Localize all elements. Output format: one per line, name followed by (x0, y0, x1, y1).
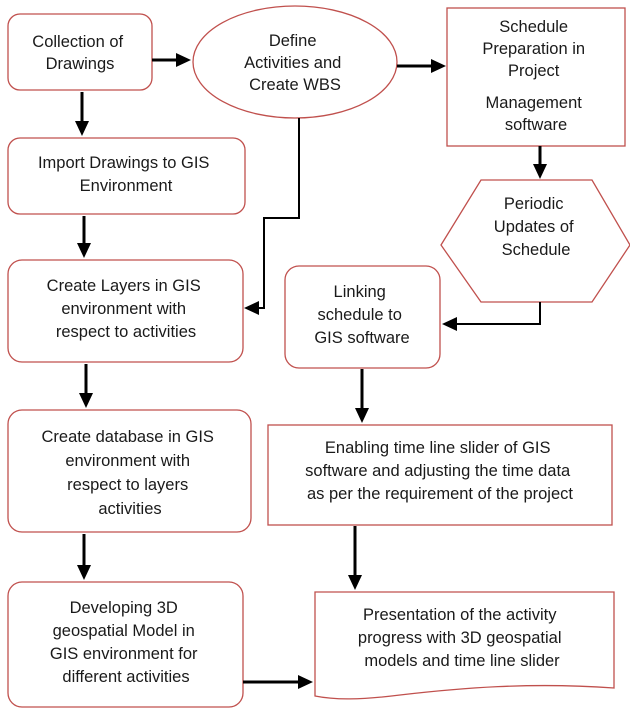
import-line: Environment (80, 177, 173, 195)
presentation-line: progress with 3D geospatial (358, 629, 562, 647)
periodic-line: Periodic (504, 195, 564, 213)
define-label: Define Activities and Create WBS (244, 32, 346, 94)
layers-line: Create Layers in GIS (47, 277, 201, 295)
slider-line: Enabling time line slider of GIS (325, 439, 551, 457)
slider-label: Enabling time line slider of GIS softwar… (305, 439, 575, 503)
linking-line: schedule to (318, 306, 402, 324)
developing-line: Developing 3D (70, 599, 178, 617)
linking-line: Linking (334, 283, 386, 301)
linking-box (284, 265, 441, 369)
presentation-line: models and time line slider (364, 652, 560, 670)
periodic-label: Periodic Updates of Schedule (494, 195, 578, 259)
database-line: Create database in GIS (41, 428, 213, 446)
collection-label: Collection of Drawings (32, 33, 127, 73)
schedule-prep-line: Project (508, 62, 560, 80)
layers-line: environment with (61, 300, 186, 318)
linking-label: Linking schedule to GIS software (314, 283, 409, 347)
presentation-line: Presentation of the activity (363, 606, 557, 624)
schedule-prep-line: software (505, 116, 567, 134)
database-box (7, 409, 252, 533)
developing-line: different activities (62, 668, 189, 686)
collection-box (7, 13, 153, 91)
define-line: Create WBS (249, 76, 341, 94)
import-line: Import Drawings to GIS (38, 154, 209, 172)
define-line: Activities and (244, 54, 341, 72)
layers-label: Create Layers in GIS environment with re… (47, 277, 206, 341)
periodic-hexagon (440, 179, 630, 303)
connectors (75, 53, 547, 689)
periodic-line: Updates of (494, 218, 574, 236)
developing-line: GIS environment for (50, 645, 198, 663)
define-line: Define (269, 32, 317, 50)
import-label: Import Drawings to GIS Environment (38, 154, 214, 195)
slider-line: as per the requirement of the project (307, 485, 573, 503)
developing-label: Developing 3D geospatial Model in GIS en… (50, 599, 202, 686)
slider-line: software and adjusting the time data (305, 462, 571, 480)
schedule-prep-line: Preparation in (482, 40, 585, 58)
database-line: activities (98, 500, 161, 518)
database-line: environment with (65, 452, 190, 470)
database-line: respect to layers (67, 476, 188, 494)
collection-line: Drawings (46, 55, 115, 73)
presentation-label: Presentation of the activity progress wi… (358, 606, 566, 670)
periodic-line: Schedule (502, 241, 571, 259)
schedule-prep-label: Schedule Preparation in Project Manageme… (482, 18, 589, 134)
collection-line: Collection of (32, 33, 123, 51)
linking-line: GIS software (314, 329, 409, 347)
layers-box (7, 259, 244, 363)
presentation-document (314, 591, 615, 700)
developing-box (7, 581, 244, 708)
slider-box (267, 424, 613, 526)
schedule-prep-box (446, 7, 626, 147)
schedule-prep-line: Schedule (499, 18, 568, 36)
schedule-prep-line: Management (486, 94, 583, 112)
developing-line: geospatial Model in (53, 622, 195, 640)
import-box (7, 137, 246, 215)
define-ellipse (192, 5, 398, 119)
database-label: Create database in GIS environment with … (41, 428, 218, 518)
layers-line: respect to activities (56, 323, 196, 341)
